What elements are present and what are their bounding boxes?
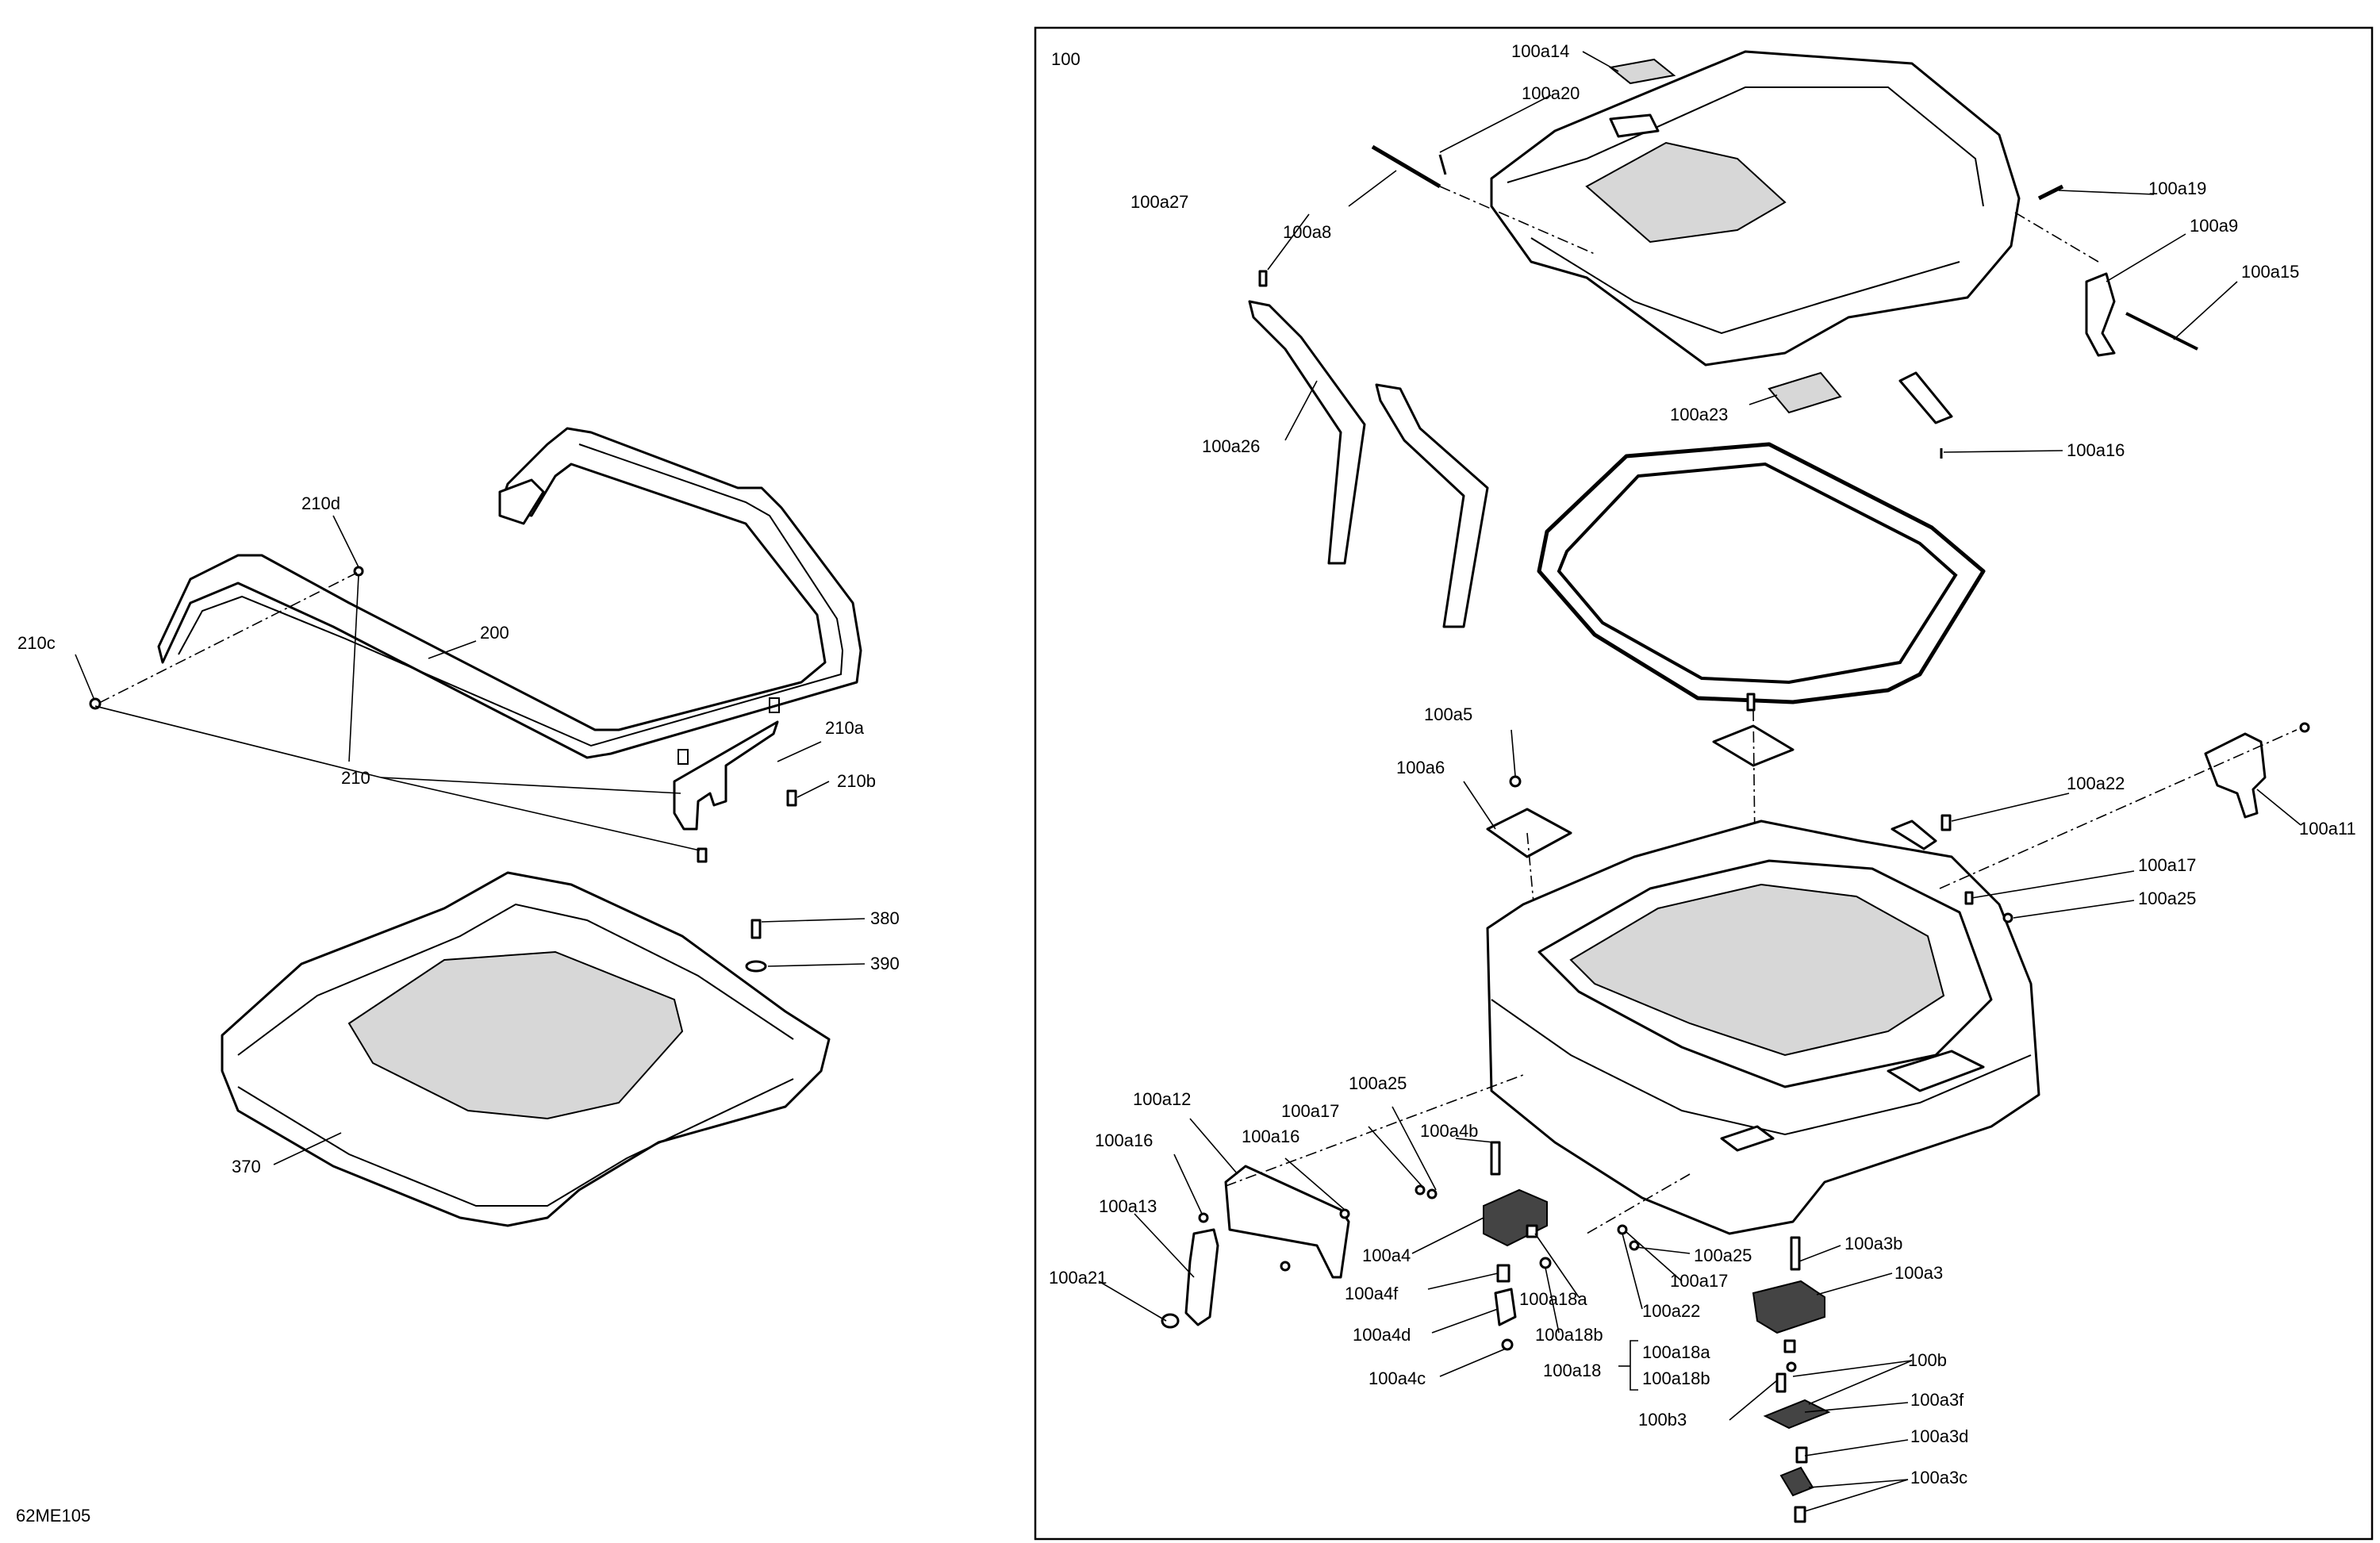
label-plate-100a14 <box>1608 58 1676 85</box>
callout-100a18a-right: 100a18a <box>1642 1342 1710 1362</box>
callout-100a13: 100a13 <box>1099 1196 1157 1216</box>
callout-100a5: 100a5 <box>1424 704 1472 724</box>
callout-100a4d: 100a4d <box>1353 1325 1411 1345</box>
bracket-100a11 <box>2204 732 2267 819</box>
callout-100a25-bot: 100a25 <box>1694 1246 1752 1265</box>
callout-100a4f: 100a4f <box>1345 1284 1399 1303</box>
fasteners-front <box>1198 1184 1640 1272</box>
callout-100a20: 100a20 <box>1522 83 1580 103</box>
callout-100a22-top: 100a22 <box>2067 773 2125 793</box>
callout-100a3f: 100a3f <box>1910 1390 1964 1410</box>
callout-100b: 100b <box>1908 1350 1947 1370</box>
callout-100a3c: 100a3c <box>1910 1468 1967 1487</box>
callout-100a18b-left: 100a18b <box>1535 1325 1603 1345</box>
callout-390: 390 <box>870 954 900 973</box>
callout-100a4c: 100a4c <box>1368 1368 1426 1388</box>
callout-100a3d: 100a3d <box>1910 1426 1968 1446</box>
callout-100a4b: 100a4b <box>1420 1121 1478 1141</box>
seal-ring <box>1537 442 1986 704</box>
callout-370: 370 <box>232 1157 261 1176</box>
callout-210c: 210c <box>17 633 56 653</box>
callout-100a18a-left: 100a18a <box>1519 1289 1587 1309</box>
base-plate-370 <box>221 871 831 1227</box>
latch-bracket-100a12 <box>1224 1074 1524 1279</box>
right-leaders <box>1098 51 2301 1512</box>
hinge-pin-100a8 <box>1371 144 1595 255</box>
assembly-100-frame <box>1034 26 2374 1541</box>
callout-100a3b: 100a3b <box>1844 1234 1902 1253</box>
latch-group-right <box>2014 184 2198 357</box>
callout-100a8: 100a8 <box>1283 222 1331 242</box>
callout-100a21: 100a21 <box>1049 1268 1107 1288</box>
callout-100a15: 100a15 <box>2241 262 2299 282</box>
callout-100a6: 100a6 <box>1396 758 1445 777</box>
left-leaders <box>75 515 866 1165</box>
callout-100a17-mid: 100a17 <box>1281 1101 1339 1121</box>
callout-100a12: 100a12 <box>1133 1089 1191 1109</box>
callout-100a22-bot: 100a22 <box>1642 1301 1700 1321</box>
callout-210d: 210d <box>301 493 340 513</box>
straps-100a26 <box>1248 270 1489 628</box>
callout-200: 200 <box>480 623 509 643</box>
callout-100a23: 100a23 <box>1670 405 1728 424</box>
callout-100a4: 100a4 <box>1362 1246 1411 1265</box>
callout-100a27: 100a27 <box>1130 192 1188 212</box>
lock-100a4 <box>1483 1141 1552 1351</box>
callout-210a: 210a <box>825 718 865 738</box>
callout-100a19: 100a19 <box>2148 178 2206 198</box>
fasteners-top-right <box>1891 722 2310 923</box>
callout-100a14: 100a14 <box>1511 41 1569 61</box>
lock-100a3 <box>1586 1173 1831 1523</box>
callout-100a17-bot: 100a17 <box>1670 1271 1728 1291</box>
callout-100a18: 100a18 <box>1543 1361 1601 1380</box>
callout-100a16-top: 100a16 <box>2067 440 2125 460</box>
bracket-210a <box>673 697 780 831</box>
callout-100a16-mid: 100a16 <box>1242 1127 1299 1146</box>
callout-100a9: 100a9 <box>2190 216 2238 236</box>
rail-200 <box>157 427 862 759</box>
callout-380: 380 <box>870 908 900 928</box>
callout-100a3: 100a3 <box>1894 1263 1943 1283</box>
callout-100a16-left: 100a16 <box>1095 1130 1153 1150</box>
callout-100a25-mid: 100a25 <box>1349 1073 1407 1093</box>
callout-100b3: 100b3 <box>1638 1410 1687 1430</box>
callout-100a17-top: 100a17 <box>2138 855 2196 875</box>
label-100a23 <box>1768 371 1842 414</box>
callout-210b: 210b <box>837 771 876 791</box>
latch-100a13 <box>1161 1228 1219 1329</box>
callout-210: 210 <box>341 768 370 788</box>
box-body <box>1486 819 2040 1235</box>
hinge-bracket-100a16 <box>1898 371 1953 459</box>
bracket-100a11-axis <box>1939 729 2297 889</box>
group-label-100: 100 <box>1051 49 1081 69</box>
lid <box>1490 50 2021 367</box>
drawing-number: 62ME105 <box>16 1506 90 1526</box>
callout-100a11: 100a11 <box>2299 819 2356 839</box>
left-fasteners <box>89 566 797 973</box>
callout-100a26: 100a26 <box>1202 436 1260 456</box>
callout-100a25-top: 100a25 <box>2138 889 2196 908</box>
callout-100a18b-right: 100a18b <box>1642 1368 1710 1388</box>
